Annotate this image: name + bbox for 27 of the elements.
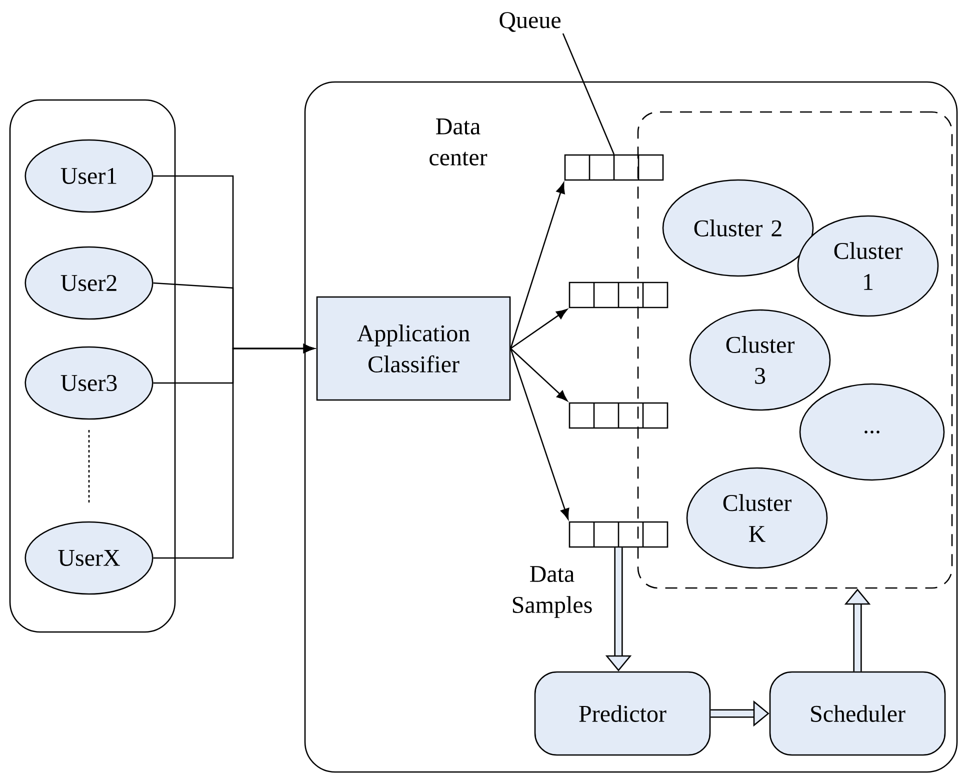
queue-drawing xyxy=(564,154,664,181)
ellipse-node: Cluster 3 xyxy=(689,309,831,411)
queue-label: Queue xyxy=(500,12,560,32)
queue-drawing xyxy=(568,282,668,308)
ellipse-node: Cluster 1 xyxy=(797,215,939,317)
arrow xyxy=(510,348,570,520)
leader-line xyxy=(562,33,615,155)
edge-label: Data Samples xyxy=(501,565,603,619)
arrow xyxy=(153,344,314,559)
process-box: Scheduler xyxy=(769,671,946,756)
group-heading: Data center xyxy=(430,118,488,166)
ellipse-node: ... xyxy=(799,383,945,481)
process-box: Predictor xyxy=(534,671,711,756)
ellipse-node: User2 xyxy=(24,246,154,320)
ellipse-node: Cluster 2 xyxy=(662,179,814,277)
ellipse-node: User1 xyxy=(24,139,154,213)
group-frame xyxy=(637,111,953,589)
arrow xyxy=(510,309,568,350)
arrow xyxy=(510,348,568,402)
ellipse-node: Cluster K xyxy=(686,467,828,569)
process-box: Application Classifier xyxy=(316,296,511,401)
queue-drawing xyxy=(568,521,668,548)
ellipse-node: User3 xyxy=(24,346,154,420)
ellipse-node: UserX xyxy=(24,521,154,595)
arrow xyxy=(510,182,565,349)
group-frame xyxy=(9,99,176,633)
queue-drawing xyxy=(568,402,668,429)
